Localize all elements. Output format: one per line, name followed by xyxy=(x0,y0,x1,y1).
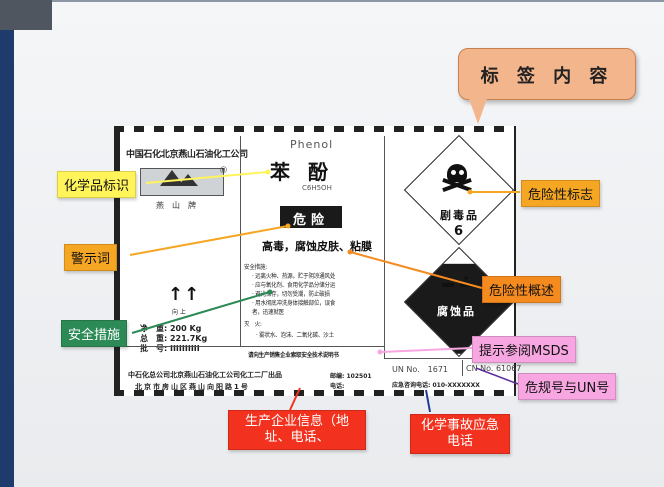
slide-title: 标 签 内 容 xyxy=(480,66,614,87)
fire-title: 灭 火: xyxy=(244,321,262,328)
toxic-class: 6 xyxy=(454,224,464,239)
leader-chemical-id xyxy=(145,171,269,184)
fire-text: · 雾状水、泡沫、二氧化碳、沙土 xyxy=(256,332,334,339)
skull-icon xyxy=(447,164,467,182)
leader-emergency xyxy=(425,389,431,413)
msds-note: 请向生产销售企业索取安全技术说明书 xyxy=(248,352,339,359)
leader-hazard-overview xyxy=(349,251,483,289)
callout-chemical-id: 化学品标识 xyxy=(57,171,137,198)
leader-un xyxy=(475,367,519,385)
manufacturer-phone: 电话: xyxy=(330,383,345,390)
leader-dot xyxy=(377,349,383,355)
leader-dot xyxy=(267,289,273,295)
callout-msds: 提示参阅MSDS xyxy=(472,336,576,363)
precaution-line: · 避光保存，切勿受潮，防止破损 xyxy=(252,291,330,298)
slide-title-box: 标 签 内 容 xyxy=(458,48,636,100)
emergency-phone: 应急咨询电话: 010-XXXXXXX xyxy=(392,382,480,389)
brand-name: 燕山牌 xyxy=(156,201,204,210)
precaution-line: 者，迅速就医 xyxy=(252,309,285,316)
slide-top-line xyxy=(52,0,664,2)
callout-un-number: 危规号与UN号 xyxy=(518,373,617,400)
callout-safety-measures: 安全措施 xyxy=(61,320,128,347)
toxic-label: 剧毒品 xyxy=(440,209,479,222)
leader-dot xyxy=(347,249,353,255)
callout-emergency-phone: 化学事故应急电话 xyxy=(410,414,510,454)
label-divider-right xyxy=(384,136,385,358)
leader-manufacturer xyxy=(289,387,301,411)
this-way-up-icon: ↑↑ xyxy=(168,284,201,305)
cn-number: CN No. 61067 xyxy=(466,364,522,373)
registered-mark: ® xyxy=(219,166,228,176)
leader-dot xyxy=(285,223,291,229)
chemical-english-name: Phenol xyxy=(290,138,334,151)
label-hline-right xyxy=(384,358,510,359)
leader-safety xyxy=(131,291,271,334)
precaution-line: · 远离火种、热源，贮于阴凉通风处 xyxy=(252,273,336,280)
precaution-title: 安全措施: xyxy=(244,264,268,271)
skull-eye xyxy=(459,170,464,175)
leader-signal-word xyxy=(129,225,289,256)
precaution-line: · 应与氧化剂、食用化学品分储分运 xyxy=(252,282,336,289)
skull-eye xyxy=(451,170,456,175)
slide-left-bar xyxy=(0,0,14,487)
un-number: UN No. 1671 xyxy=(392,365,449,374)
label-divider-left xyxy=(240,136,241,346)
corrosive-label: 腐蚀品 xyxy=(437,305,476,318)
slide-title-pointer xyxy=(468,96,488,124)
weight-block: 净 重: 200 Kg 总 重: 221.7Kg 批 号: IIIIIIIIII xyxy=(140,324,207,354)
signal-word-box: 危险 xyxy=(280,206,342,228)
precaution-line: · 用水彻底冲洗身体接触部位，误食 xyxy=(252,300,336,307)
callout-manufacturer: 生产企业信息（地址、电话、 xyxy=(228,410,366,450)
net-weight: 净 重: 200 Kg xyxy=(140,324,202,333)
leader-dot xyxy=(265,169,271,175)
signal-word: 危险 xyxy=(292,213,329,228)
leader-msds xyxy=(379,347,473,353)
leader-dot xyxy=(467,189,473,195)
arrow-caption: 向 上 xyxy=(172,309,186,316)
hazard-statement: 高毒，腐蚀皮肤、粘膜 xyxy=(262,240,372,253)
callout-signal-word: 警示词 xyxy=(64,244,118,271)
label-hline xyxy=(120,346,384,347)
callout-hazard-overview: 危险性概述 xyxy=(482,276,562,303)
postal-code: 邮编: 102501 xyxy=(330,373,372,380)
gross-weight: 总 重: 221.7Kg xyxy=(140,334,208,343)
batch-number: 批 号: IIIIIIIIII xyxy=(140,344,200,353)
manufacturer-name: 中石化总公司北京燕山石油化工公司化工二厂出品 xyxy=(128,371,282,379)
chemical-chinese-name: 苯酚 xyxy=(270,160,346,184)
slide-top-corner xyxy=(0,0,52,30)
manufacturer-address: 北京市房山区燕山向阳路1号 xyxy=(135,383,250,391)
un-separator xyxy=(462,360,463,376)
chemical-formula: C6H5OH xyxy=(302,184,332,192)
callout-hazard-symbol: 危险性标志 xyxy=(521,180,601,207)
label-company-top: 中国石化北京燕山石油化工公司 xyxy=(126,150,248,160)
